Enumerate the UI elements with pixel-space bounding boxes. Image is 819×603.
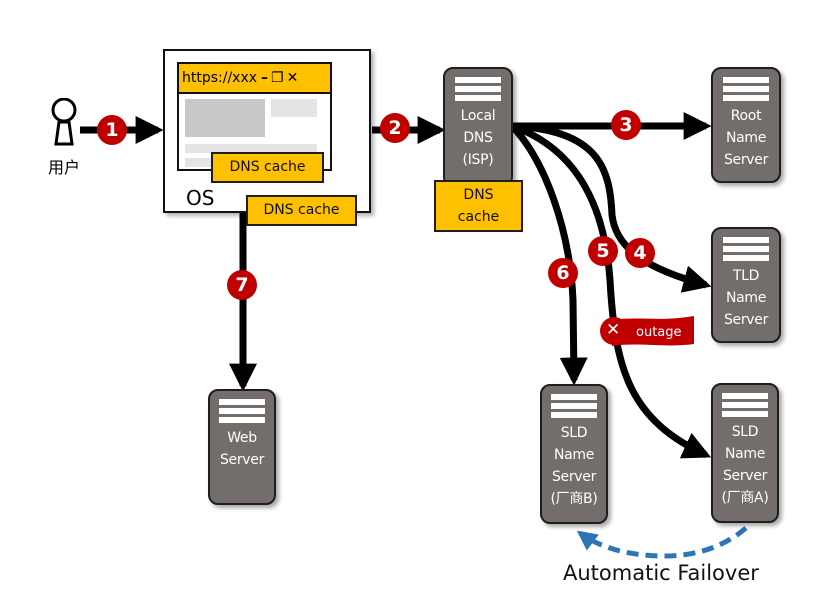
outage-circle bbox=[600, 317, 628, 345]
failover-arrow bbox=[576, 526, 748, 559]
arrow-local-dns-to-sld-a bbox=[510, 122, 712, 459]
person-icon bbox=[51, 98, 77, 146]
root-name-server: Root Name Server bbox=[711, 67, 781, 183]
server-icon bbox=[723, 77, 769, 101]
step-badge-5: 5 bbox=[588, 236, 618, 266]
content-placeholder bbox=[185, 144, 317, 153]
close-icon[interactable]: ✕ bbox=[286, 70, 299, 86]
browser-dns-cache: DNS cache bbox=[211, 152, 324, 183]
server-icon bbox=[723, 237, 769, 261]
server-icon bbox=[551, 394, 597, 418]
user-label: 用户 bbox=[48, 158, 81, 177]
arrow-local-dns-to-tld bbox=[511, 122, 712, 293]
failover-label: Automatic Failover bbox=[563, 561, 759, 585]
content-placeholder bbox=[185, 158, 225, 167]
outage-label: outage bbox=[636, 325, 682, 340]
web-server: Web Server bbox=[208, 389, 276, 505]
sld-name-server-a: SLD Name Server (厂商A) bbox=[711, 383, 779, 523]
os-label: OS bbox=[186, 186, 215, 210]
arrow-local-dns-to-sld-b bbox=[509, 123, 588, 386]
browser-url[interactable]: https://xxx bbox=[182, 70, 258, 86]
local-dns-server: Local DNS (ISP) bbox=[443, 67, 513, 187]
content-placeholder bbox=[185, 99, 265, 137]
minimize-icon[interactable]: – bbox=[261, 70, 269, 86]
local-dns-cache: DNS cache bbox=[434, 180, 523, 232]
restore-icon[interactable]: ❐ bbox=[271, 70, 284, 86]
user-figure bbox=[48, 98, 80, 148]
server-icon bbox=[722, 393, 768, 417]
step-badge-1: 1 bbox=[97, 115, 127, 145]
server-icon bbox=[219, 399, 265, 423]
outage-banner bbox=[612, 316, 694, 346]
tld-name-server: TLD Name Server bbox=[711, 227, 781, 343]
step-badge-4: 4 bbox=[625, 238, 655, 268]
server-icon bbox=[455, 77, 501, 101]
step-badge-2: 2 bbox=[380, 113, 410, 143]
content-placeholder bbox=[271, 99, 317, 117]
step-badge-3: 3 bbox=[611, 110, 641, 140]
sld-name-server-b: SLD Name Server (厂商B) bbox=[540, 384, 608, 524]
step-badge-6: 6 bbox=[548, 258, 578, 288]
step-badge-7: 7 bbox=[227, 270, 257, 300]
os-dns-cache: DNS cache bbox=[246, 195, 357, 226]
x-icon: ✕ bbox=[606, 320, 621, 340]
browser-titlebar: https://xxx – ❐ ✕ bbox=[179, 64, 330, 94]
